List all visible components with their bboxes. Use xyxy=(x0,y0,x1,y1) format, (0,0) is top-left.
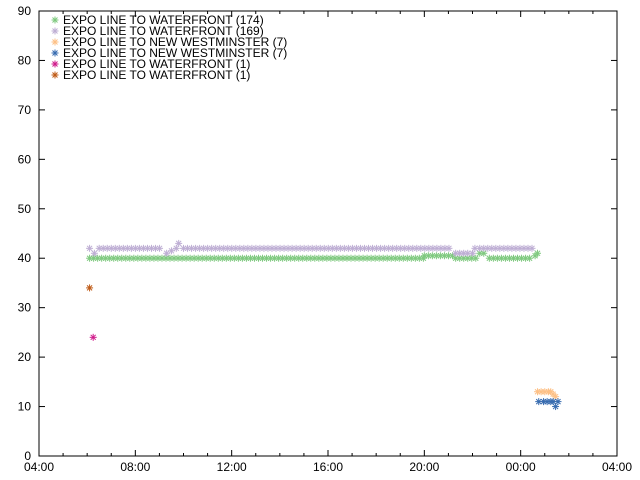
legend-label: EXPO LINE TO WATERFRONT (174) xyxy=(63,13,264,27)
series xyxy=(535,398,562,411)
series xyxy=(86,239,536,257)
data-point xyxy=(86,244,94,252)
data-point xyxy=(480,249,488,257)
series xyxy=(86,284,94,292)
data-point xyxy=(469,249,476,257)
legend-label: EXPO LINE TO NEW WESTMINSTER (7) xyxy=(63,35,287,49)
legend-entry: EXPO LINE TO WATERFRONT (169) xyxy=(51,24,264,38)
data-point xyxy=(172,244,180,252)
series xyxy=(534,388,560,401)
series xyxy=(89,333,97,341)
data-point xyxy=(175,239,183,247)
data-point xyxy=(89,333,97,341)
y-tick-label: 20 xyxy=(18,350,32,364)
y-tick-label: 0 xyxy=(24,449,31,463)
data-point xyxy=(552,403,560,411)
legend-entry: EXPO LINE TO NEW WESTMINSTER (7) xyxy=(51,35,287,49)
legend-marker xyxy=(51,60,59,68)
legend-marker xyxy=(51,16,59,24)
data-point xyxy=(90,249,98,257)
legend-marker xyxy=(51,49,59,57)
y-tick-label: 50 xyxy=(18,202,32,216)
data-point xyxy=(526,254,534,262)
legend-entry: EXPO LINE TO WATERFRONT (1) xyxy=(51,57,250,71)
legend-marker xyxy=(51,27,59,35)
x-tick-label: 20:00 xyxy=(409,460,439,474)
legend-label: EXPO LINE TO WATERFRONT (1) xyxy=(63,68,250,82)
data-point xyxy=(471,244,479,252)
x-tick-label: 04:00 xyxy=(602,460,632,474)
y-axis: 0 10 20 30 40 50 60 70 80 90 xyxy=(18,4,617,463)
y-tick-label: 40 xyxy=(18,251,32,265)
y-tick-label: 30 xyxy=(18,301,32,315)
legend: EXPO LINE TO WATERFRONT (174)EXPO LINE T… xyxy=(51,13,287,82)
y-tick-label: 10 xyxy=(18,400,32,414)
x-tick-label: 00:00 xyxy=(506,460,536,474)
legend-entry: EXPO LINE TO NEW WESTMINSTER (7) xyxy=(51,46,287,60)
data-point xyxy=(156,244,164,252)
x-tick-label: 08:00 xyxy=(120,460,150,474)
x-axis: 04:00 08:00 12:00 16:00 20:00 00:00 04:00 xyxy=(24,11,632,474)
data-point xyxy=(167,247,175,255)
data-point xyxy=(445,244,453,252)
y-tick-label: 70 xyxy=(18,103,32,117)
data-point xyxy=(534,249,542,257)
y-tick-label: 60 xyxy=(18,152,32,166)
x-tick-label: 16:00 xyxy=(313,460,343,474)
data-point xyxy=(86,284,94,292)
data-point xyxy=(472,254,480,262)
x-tick-label: 04:00 xyxy=(24,460,54,474)
legend-entry: EXPO LINE TO WATERFRONT (1) xyxy=(51,68,250,82)
y-tick-label: 90 xyxy=(18,4,32,18)
x-tick-label: 12:00 xyxy=(217,460,247,474)
data-point xyxy=(554,398,562,406)
legend-marker xyxy=(51,38,59,46)
data-point xyxy=(552,393,560,401)
y-tick-label: 80 xyxy=(18,53,32,67)
legend-label: EXPO LINE TO NEW WESTMINSTER (7) xyxy=(63,46,287,60)
data-point xyxy=(528,244,536,252)
data-point xyxy=(163,249,171,257)
legend-entry: EXPO LINE TO WATERFRONT (174) xyxy=(51,13,264,27)
data-points-layer xyxy=(86,239,562,411)
legend-label: EXPO LINE TO WATERFRONT (169) xyxy=(63,24,264,38)
legend-marker xyxy=(51,71,59,79)
series xyxy=(86,249,542,262)
legend-label: EXPO LINE TO WATERFRONT (1) xyxy=(63,57,250,71)
data-point xyxy=(308,244,316,252)
